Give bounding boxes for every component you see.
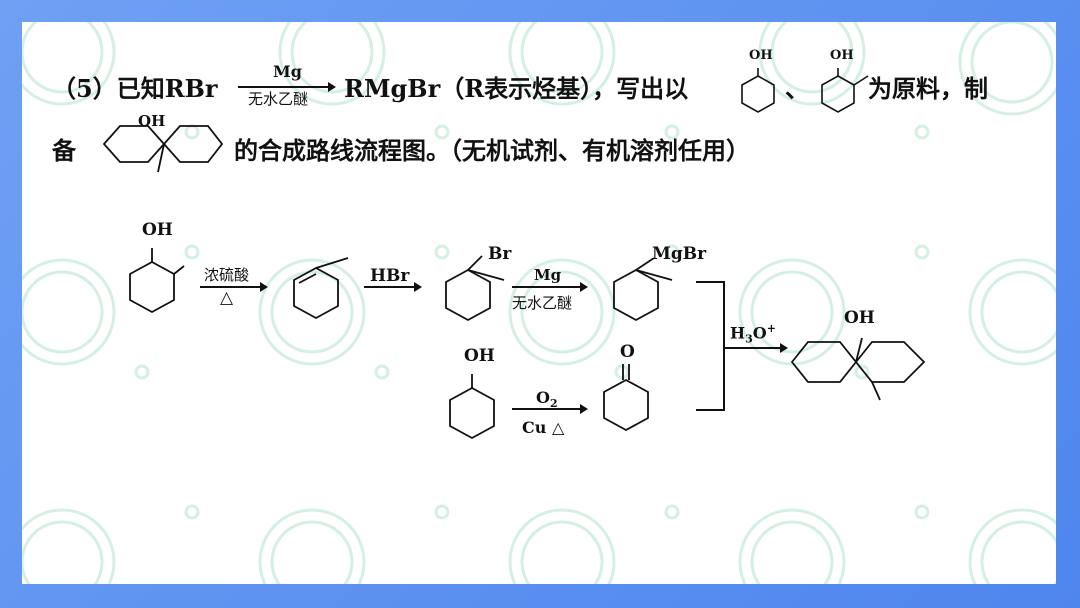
question-line2-part2: 的合成路线流程图。（无机试剂、有机溶剂任用） [234, 136, 750, 165]
target-product-structure-small [102, 125, 224, 173]
start-methylcyclohexanol [129, 248, 185, 314]
final-reagent: H3O+ [730, 322, 776, 346]
reaction-arrow-given [238, 82, 336, 92]
step3-solvent: 无水乙醚 [512, 294, 573, 312]
question-line1-part2: RMgBr（R表示烃基），写出以 [344, 74, 689, 103]
step3-reagent: Mg [534, 266, 562, 284]
small-oh-label-1: OH [749, 48, 773, 63]
cyclohexanol-oh-label: OH [464, 346, 495, 366]
start-oh-label: OH [142, 220, 173, 240]
watermark-layer [22, 22, 1056, 584]
separator: 、 [785, 74, 809, 103]
bromine-label: Br [488, 244, 512, 264]
question-line1-part3: 为原料，制 [868, 74, 988, 103]
step1-reagent: 浓硫酸 [204, 266, 250, 284]
cyclohexanol [449, 374, 495, 440]
step2-arrow [364, 282, 422, 292]
step4-arrow [512, 404, 588, 414]
question-line1-part1: （5）已知RBr [52, 74, 218, 103]
methylcyclohexene [293, 257, 349, 320]
cyclohexanol-structure-small [741, 68, 775, 113]
reagent-mg-label: Mg [273, 62, 302, 81]
reagent-ether-label: 无水乙醚 [248, 90, 309, 108]
grignard-reagent [613, 257, 673, 322]
step4-reagent: O2 [536, 388, 558, 411]
grignard-label: MgBr [652, 244, 707, 264]
final-product [790, 337, 926, 401]
bromomethylcyclohexane [445, 255, 505, 322]
question-line2-part1: 备 [52, 136, 76, 165]
step2-reagent: HBr [370, 266, 410, 286]
methylcyclohexanol-structure-small [821, 68, 869, 113]
ketone-o-label: O [620, 342, 635, 362]
step3-arrow [512, 282, 588, 292]
final-arrow [724, 343, 788, 353]
small-oh-label-2: OH [830, 48, 854, 63]
step1-arrow [200, 282, 268, 292]
step1-condition: △ [220, 288, 234, 308]
target-oh-label: OH [138, 112, 166, 130]
step4-condition: Cu △ [522, 418, 565, 437]
product-oh-label: OH [844, 308, 875, 328]
slide-card: （5）已知RBr Mg 无水乙醚 RMgBr（R表示烃基），写出以 OH 、 O… [22, 22, 1056, 584]
cyclohexanone [603, 364, 649, 432]
